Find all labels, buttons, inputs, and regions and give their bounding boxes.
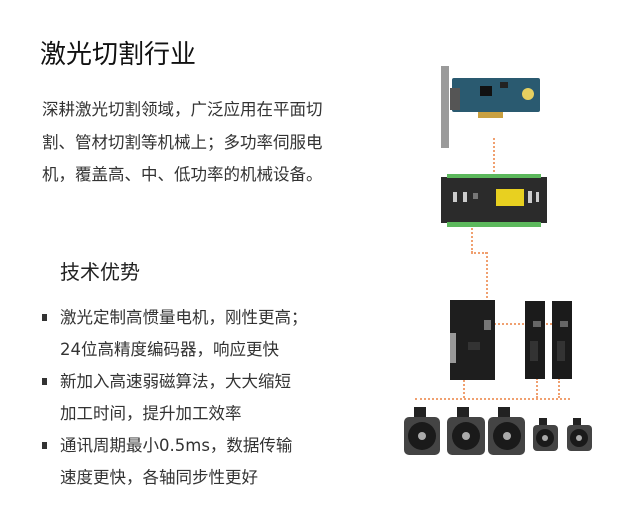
- connection-line: [415, 398, 570, 400]
- intro-paragraph: 深耕激光切割领域，广泛应用在平面切割、管材切割等机械上；多功率伺服电机，覆盖高、…: [42, 100, 323, 184]
- bullet-icon: [42, 442, 47, 449]
- advantage-item: 通讯周期最小0.5ms，数据传输速度更快，各轴同步性更好: [42, 430, 342, 493]
- servo-motor: [447, 407, 485, 455]
- controller-image: [441, 174, 547, 227]
- connection-line: [536, 378, 538, 398]
- connection-line: [558, 378, 560, 398]
- page-title: 激光切割行业: [40, 40, 197, 70]
- servo-motors-image: [404, 407, 592, 455]
- servo-drive-small-image: [525, 301, 545, 379]
- servo-motor: [533, 418, 558, 451]
- connection-line: [471, 252, 487, 254]
- connection-line: [463, 380, 465, 398]
- bullet-icon: [42, 314, 47, 321]
- servo-motor: [488, 407, 525, 455]
- connection-line: [486, 252, 488, 302]
- advantages-heading: 技术优势: [60, 260, 140, 284]
- servo-drive-small-image: [552, 301, 572, 379]
- motion-control-card-image: [441, 66, 540, 148]
- connection-line: [493, 138, 495, 176]
- bullet-icon: [42, 378, 47, 385]
- connection-line: [471, 225, 473, 253]
- servo-drive-large-image: [450, 300, 495, 380]
- servo-motor: [404, 407, 440, 455]
- advantage-item: 激光定制高惯量电机，刚性更高；24位高精度编码器，响应更快: [42, 302, 342, 365]
- advantage-item: 新加入高速弱磁算法，大大缩短加工时间，提升加工效率: [42, 366, 342, 429]
- servo-motor: [567, 418, 592, 451]
